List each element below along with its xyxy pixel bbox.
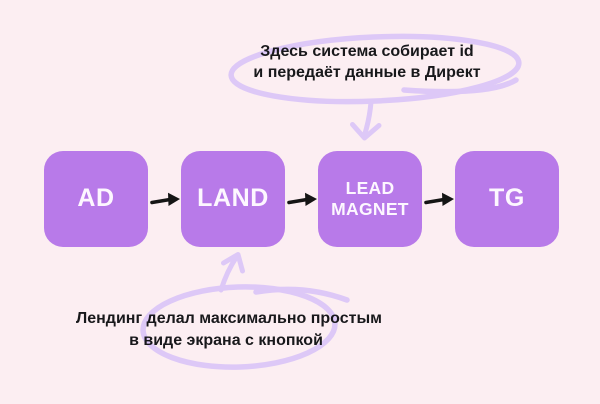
top-annotation: Здесь система собирает id и передаёт дан…	[217, 41, 517, 83]
flow-node-label: TG	[489, 184, 525, 213]
bottom-annotation-line2: в виде экрана с кнопкой	[129, 332, 323, 349]
flow-arrow-right-icon	[287, 192, 317, 206]
top-annotation-line1: Здесь система собирает id	[260, 43, 474, 60]
top-annotation-arrow-down-icon	[350, 99, 382, 141]
flow-node-tg: TG	[455, 151, 559, 247]
flow-node-label: LEAD	[345, 178, 395, 198]
bottom-annotation-line1: Лендинг делал максимально простым	[76, 310, 382, 327]
flow-node-ad: AD	[44, 151, 148, 247]
flow-arrow-right-icon	[150, 192, 180, 206]
top-annotation-line2: и передаёт данные в Директ	[253, 64, 481, 81]
flow-arrow-right-icon	[424, 192, 454, 206]
flow-node-label: LAND	[197, 184, 269, 213]
flow-node-label: AD	[77, 184, 115, 213]
flow-node-label: MAGNET	[331, 199, 409, 219]
flow-node-lead-magnet: LEAD MAGNET	[318, 151, 422, 247]
flow-node-land: LAND	[181, 151, 285, 247]
bottom-annotation: Лендинг делал максимально простым в виде…	[76, 308, 382, 352]
bottom-annotation-arrow-up-icon	[218, 252, 245, 293]
